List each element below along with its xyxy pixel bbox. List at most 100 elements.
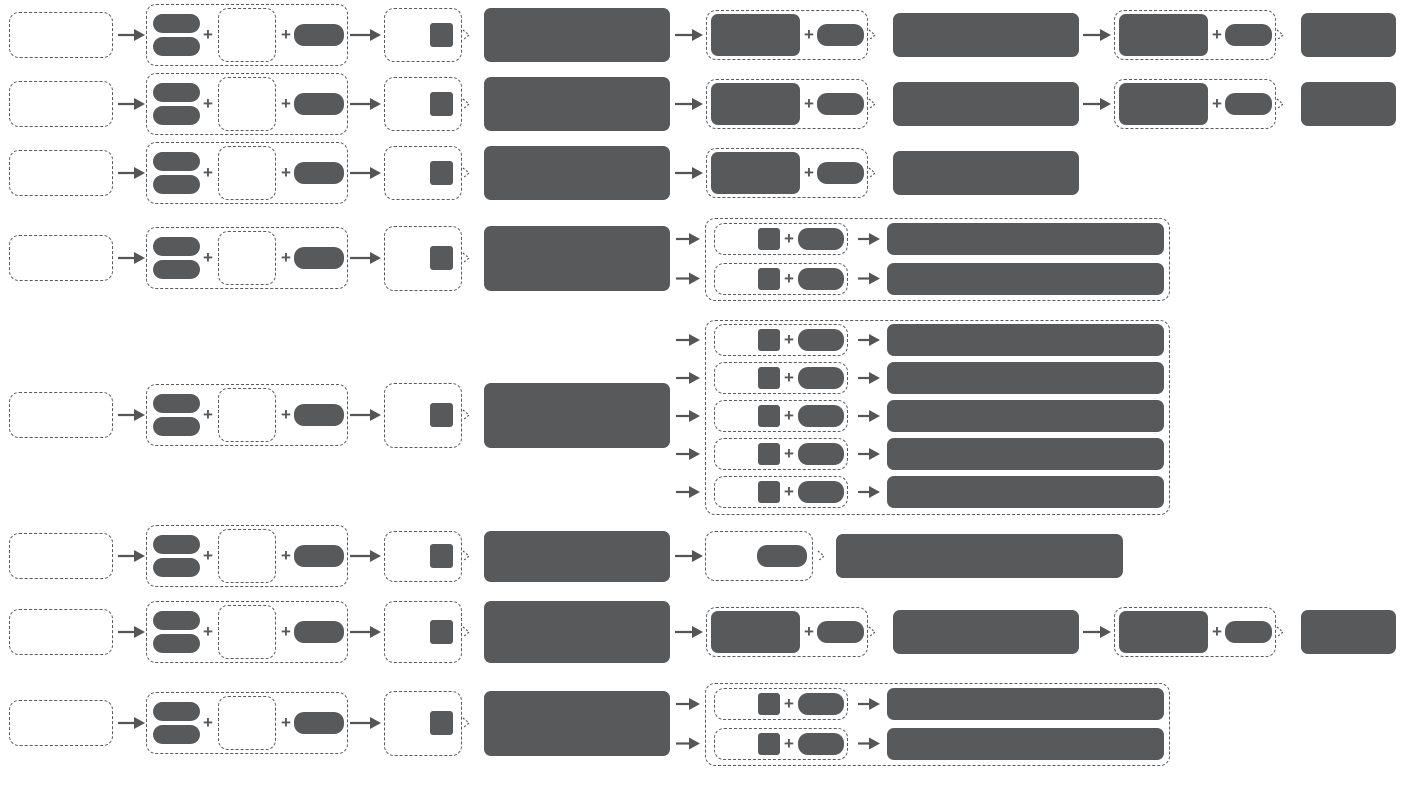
flow-arrow-head: [869, 334, 880, 346]
kaadas-button-icon: [153, 237, 200, 256]
kaadas-button-icon: [294, 621, 344, 643]
flow-arrow-head: [370, 29, 381, 41]
plus-icon: +: [281, 622, 291, 641]
flow-arrow-head: [370, 98, 381, 110]
plus-icon: +: [784, 368, 794, 387]
function-label: [9, 81, 113, 127]
wait-green-flash-box: [893, 13, 1079, 57]
kaadas-button-icon: [153, 702, 200, 721]
plus-icon: +: [281, 163, 291, 182]
kaadas-button-icon: [294, 404, 344, 426]
key-0-icon: [430, 711, 453, 735]
master-code-input: [218, 388, 276, 442]
plus-icon: +: [203, 163, 213, 182]
plus-icon: +: [1212, 25, 1222, 44]
master-code-input: [218, 146, 276, 200]
kaadas-button-icon: [798, 443, 844, 465]
flow-arrow-head: [370, 626, 381, 638]
connector-chevron: [1276, 626, 1284, 638]
plus-icon: +: [281, 405, 291, 424]
press-key-group: [384, 77, 462, 131]
connector-chevron: [868, 167, 876, 179]
kaadas-button-icon: [798, 481, 844, 503]
flow-arrow-head: [689, 410, 700, 422]
function-label: [9, 609, 113, 655]
flow-arrow-head: [689, 272, 700, 285]
option-result-box: [887, 476, 1164, 508]
flow-arrow-head: [869, 372, 880, 384]
kaadas-button-icon: [153, 106, 200, 125]
wait-green-flash-box: [484, 690, 670, 756]
plus-icon: +: [784, 406, 794, 425]
new-code-input: [1119, 611, 1208, 653]
key-2-icon: [758, 732, 780, 755]
new-code-input: [1119, 83, 1208, 125]
kaadas-button-icon: [294, 247, 344, 269]
wait-green-flash-box: [484, 601, 670, 663]
plus-icon: +: [281, 546, 291, 565]
key-8-icon: [430, 544, 453, 568]
plus-icon: +: [804, 163, 814, 182]
flow-arrow-head: [370, 717, 381, 729]
connector-chevron: [868, 98, 876, 110]
new-code-input: [711, 83, 800, 125]
kaadas-button-icon: [1225, 24, 1272, 46]
kaadas-button-icon: [294, 545, 344, 567]
function-label: [9, 235, 113, 281]
option-result-box: [887, 262, 1164, 295]
connector-chevron: [462, 98, 470, 110]
kaadas-button-icon: [153, 535, 200, 554]
kaadas-button-icon: [153, 152, 200, 171]
flow-arrow-head: [692, 550, 703, 562]
flow-arrow-head: [692, 626, 703, 638]
option-result-box: [887, 727, 1164, 760]
flow-arrow-head: [370, 167, 381, 179]
function-label: [9, 392, 113, 438]
plus-icon: +: [281, 248, 291, 267]
wait-green-flash-box: [484, 225, 670, 291]
flow-arrow-head: [869, 448, 880, 460]
result-succeed-box: [1301, 13, 1396, 57]
flow-arrow-head: [692, 167, 703, 179]
flow-arrow-head: [689, 737, 700, 750]
wait-green-flash-box: [893, 82, 1079, 126]
key-3-icon: [430, 161, 453, 185]
result-succeed-box: [1301, 610, 1396, 654]
kaadas-button-icon: [798, 693, 844, 715]
kaadas-button-icon: [153, 634, 200, 653]
flow-arrow-head: [689, 372, 700, 384]
option-result-box: [887, 400, 1164, 432]
plus-icon: +: [784, 694, 794, 713]
kaadas-button-icon: [153, 611, 200, 630]
kaadas-button-icon: [798, 267, 844, 290]
option-result-box: [887, 324, 1164, 356]
kaadas-button-icon: [294, 93, 344, 115]
kaadas-button-icon: [798, 367, 844, 389]
kaadas-button-icon: [153, 37, 200, 56]
plus-icon: +: [804, 94, 814, 113]
flow-arrow-head: [869, 737, 880, 750]
key-5-icon: [758, 481, 780, 503]
flow-arrow-head: [370, 550, 381, 562]
plus-icon: +: [784, 482, 794, 501]
plus-icon: +: [1212, 622, 1222, 641]
flow-arrow-head: [689, 448, 700, 460]
plus-icon: +: [203, 25, 213, 44]
kaadas-button-icon: [294, 712, 344, 734]
kaadas-button-icon: [153, 260, 200, 279]
flow-arrow-head: [689, 486, 700, 498]
key-1-icon: [758, 228, 780, 250]
plus-icon: +: [784, 229, 794, 248]
key-1-icon: [758, 693, 780, 715]
plus-icon: +: [804, 622, 814, 641]
new-code-input: [711, 611, 800, 653]
flow-arrow-head: [370, 409, 381, 421]
plus-icon: +: [784, 733, 794, 753]
connector-chevron: [868, 29, 876, 41]
option-result-box: [887, 362, 1164, 394]
plus-icon: +: [804, 25, 814, 44]
plus-icon: +: [784, 330, 794, 349]
kaadas-button-icon: [817, 621, 864, 643]
connector-chevron: [462, 626, 470, 638]
